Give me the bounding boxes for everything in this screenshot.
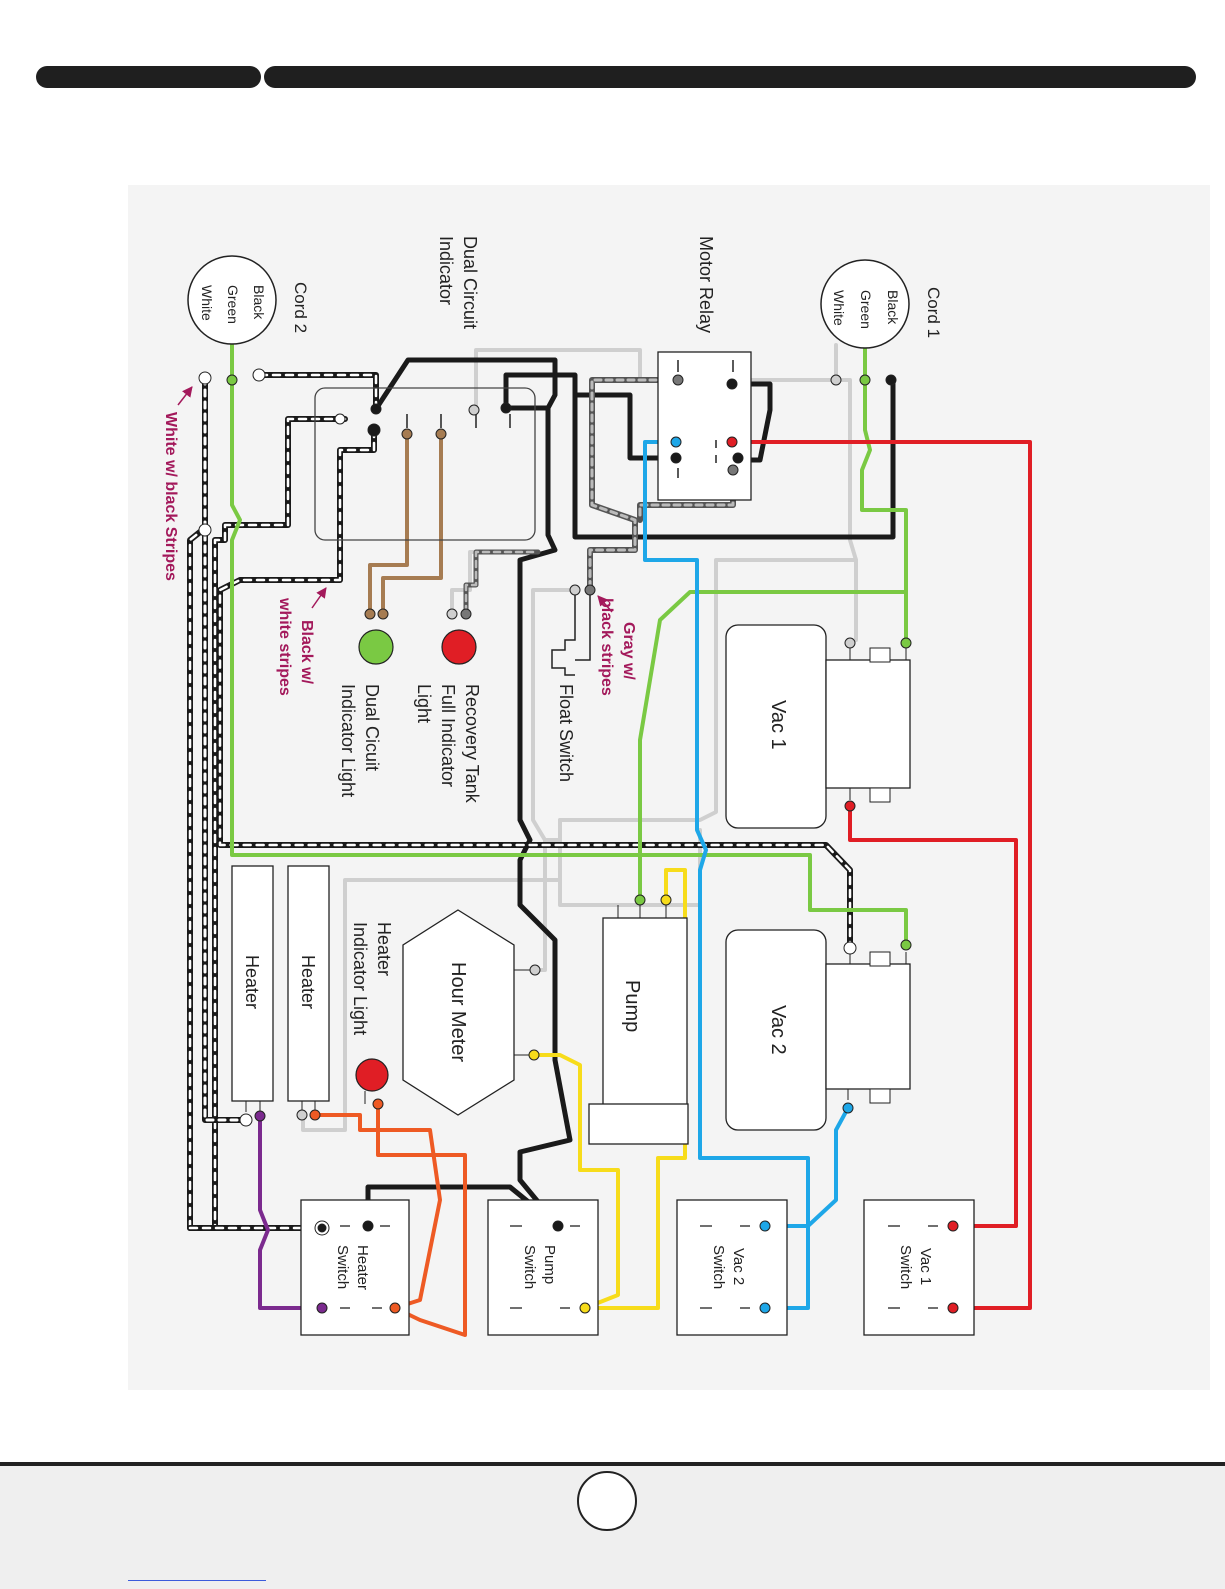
cord2-plug [187,255,277,345]
pump-switch-label-1: Pump [541,1245,558,1284]
dual-light: Dual Cicuit Indicator Light [338,629,394,797]
heater1: Heater [231,865,274,1112]
annotation-black-white-2: white stripes [276,597,293,696]
switch-terminal-marks [340,1225,938,1309]
cord1-pin-black: Black [885,290,901,325]
dual-circuit-indicator-box [314,387,536,541]
recovery-light-label-3: Light [414,684,434,723]
vac2-motor [825,963,911,1090]
cord1-label: Cord 1 [924,287,943,338]
pump-switch: Pump Switch [487,1199,599,1336]
vac1-switch-label-2: Switch [897,1245,914,1289]
dual-light-lamp [358,629,394,665]
vac1-motor [825,659,911,789]
recovery-light: Recovery Tank Full Indicator Light [414,629,482,804]
cord1-pin-green: Green [858,290,874,329]
header-bar-left [36,66,261,88]
cord2: Cord 2 Black Green White [187,255,310,345]
vac2-switch: Vac 2 Switch [676,1199,788,1336]
dual-circuit-indicator: Dual Circuit Indicator [314,236,536,541]
cord1-pin-white: White [831,290,847,326]
white-striped-wires [202,375,249,1123]
float-switch-body [551,590,576,676]
heater-indicator-label-1: Heater [374,922,394,976]
heater-switch-label-1: Heater [354,1245,371,1290]
heater-indicator-light [355,1058,389,1092]
dual-circuit-indicator-label-2: Indicator [436,236,456,305]
terminal-dots [198,368,959,1314]
vac1-switch-label-1: Vac 1 [917,1248,934,1285]
page-number-circle [577,1471,637,1531]
purple-wires [258,1116,324,1310]
motor-relay-label: Motor Relay [696,236,716,333]
cord1: Cord 1 Black Green White [820,259,943,349]
cord2-pin-black: Black [251,285,267,320]
annotations: White w/ black Stripes Black w/ white st… [162,386,637,696]
recovery-light-label-2: Full Indicator [438,684,458,787]
heater-indicator-label-2: Indicator Light [350,922,370,1035]
vac2-label: Vac 2 [767,1005,789,1055]
heater-indicator: Heater Indicator Light [350,922,394,1104]
motor-relay: Motor Relay [657,236,752,501]
components: Cord 1 Black Green White Cord 2 Black Gr… [187,236,975,1336]
heater2-label: Heater [298,955,318,1009]
yellow-wires [532,868,687,1310]
orange-wires [312,1102,467,1337]
heater-switch: Heater Switch [300,1199,410,1336]
annotation-gray-black-1: Gray w/ [620,622,637,680]
pump-body [602,917,688,1106]
vac1: Vac 1 [725,624,911,829]
vac2-switch-box [676,1199,788,1336]
recovery-light-label-1: Recovery Tank [462,684,482,804]
vac2-switch-label-1: Vac 2 [730,1248,747,1285]
wires [187,343,1032,1337]
annotation-gray-black-2: black stripes [598,598,615,696]
annotation-black-white-1: Black w/ [298,620,315,685]
green-wires [230,343,908,947]
vac2-switch-label-2: Switch [710,1245,727,1289]
cord2-pin-green: Green [225,285,241,324]
red-wires [730,440,1032,1310]
hour-meter-label: Hour Meter [447,962,469,1062]
float-switch: Float Switch [551,590,591,782]
dual-circuit-indicator-label-1: Dual Circuit [460,236,480,329]
cord2-label: Cord 2 [291,282,310,333]
pump-switch-box [487,1199,599,1336]
vac1-switch: Vac 1 Switch [863,1199,975,1336]
heater-switch-label-2: Switch [334,1245,351,1289]
motor-relay-box [657,351,752,501]
hour-meter: Hour Meter [402,909,530,1116]
blue-wires [643,440,850,1310]
heater2-body [287,865,330,1102]
heater1-label: Heater [242,955,262,1009]
dual-light-label-2: Indicator Light [338,684,358,797]
pump: Pump [588,905,689,1145]
heater1-body [231,865,274,1102]
float-switch-label: Float Switch [556,684,576,782]
heater2: Heater [287,865,330,1112]
dual-light-label-1: Dual Cicuit [362,684,382,771]
cord2-pin-white: White [199,285,215,321]
footer-link-underline[interactable] [128,1580,266,1581]
header-bar-right [264,66,1196,88]
vac2: Vac 2 [725,929,911,1131]
hour-meter-body [402,909,515,1116]
pump-base [588,1103,689,1145]
annotation-white-black: White w/ black Stripes [162,412,179,581]
pump-label: Pump [621,980,643,1032]
vac1-label: Vac 1 [767,700,789,750]
brown-wires [368,432,443,616]
pump-switch-label-2: Switch [521,1245,538,1289]
cord1-plug [820,259,910,349]
recovery-light-lamp [441,629,477,665]
